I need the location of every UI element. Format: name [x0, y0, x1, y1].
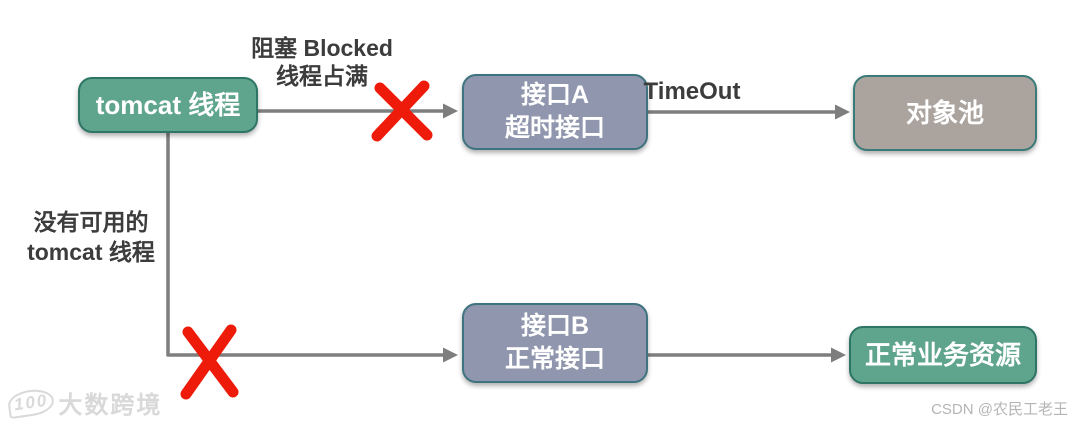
node-interface-a: 接口A 超时接口 — [462, 74, 648, 150]
arrow-interface-b-to-normal-resource — [648, 347, 846, 363]
csdn-credit: CSDN @农民工老王 — [931, 401, 1068, 418]
watermark: 100 大数跨境 — [6, 385, 163, 420]
edge-label-timeout-text: TimeOut — [643, 78, 741, 105]
watermark-logo-icon: 100 — [6, 386, 56, 419]
edge-label-blocked: 阻塞 Blocked 线程占满 — [233, 34, 411, 90]
edge-label-no-thread-line2: tomcat 线程 — [27, 239, 155, 265]
arrow-tomcat-to-interface-b — [166, 133, 458, 363]
node-normal-resource-label: 正常业务资源 — [864, 339, 1021, 370]
blocked-x-icon — [371, 80, 433, 142]
node-interface-a-line1: 接口A — [520, 81, 590, 109]
edge-label-timeout: TimeOut — [632, 78, 752, 106]
edge-label-no-thread-line1: 没有可用的 — [33, 209, 149, 235]
edge-label-no-available-thread: 没有可用的 tomcat 线程 — [10, 207, 172, 267]
node-interface-b-line1: 接口B — [520, 312, 590, 340]
node-interface-a-line2: 超时接口 — [504, 114, 605, 142]
node-tomcat-threads: tomcat 线程 — [78, 77, 258, 133]
node-tomcat-label: tomcat 线程 — [95, 89, 241, 120]
edge-label-blocked-line1: 阻塞 Blocked — [251, 35, 393, 61]
watermark-text: 大数跨境 — [58, 392, 163, 419]
node-object-pool-label: 对象池 — [905, 97, 984, 128]
arrow-tomcat-to-interface-a — [258, 103, 458, 119]
node-interface-b-line2: 正常接口 — [504, 345, 605, 373]
node-interface-b: 接口B 正常接口 — [462, 303, 648, 383]
node-normal-business-resource: 正常业务资源 — [849, 326, 1037, 384]
edge-label-blocked-line2: 线程占满 — [276, 63, 368, 89]
node-object-pool: 对象池 — [853, 75, 1037, 151]
arrow-interface-a-to-object-pool — [648, 104, 850, 120]
no-thread-x-icon — [180, 324, 239, 400]
